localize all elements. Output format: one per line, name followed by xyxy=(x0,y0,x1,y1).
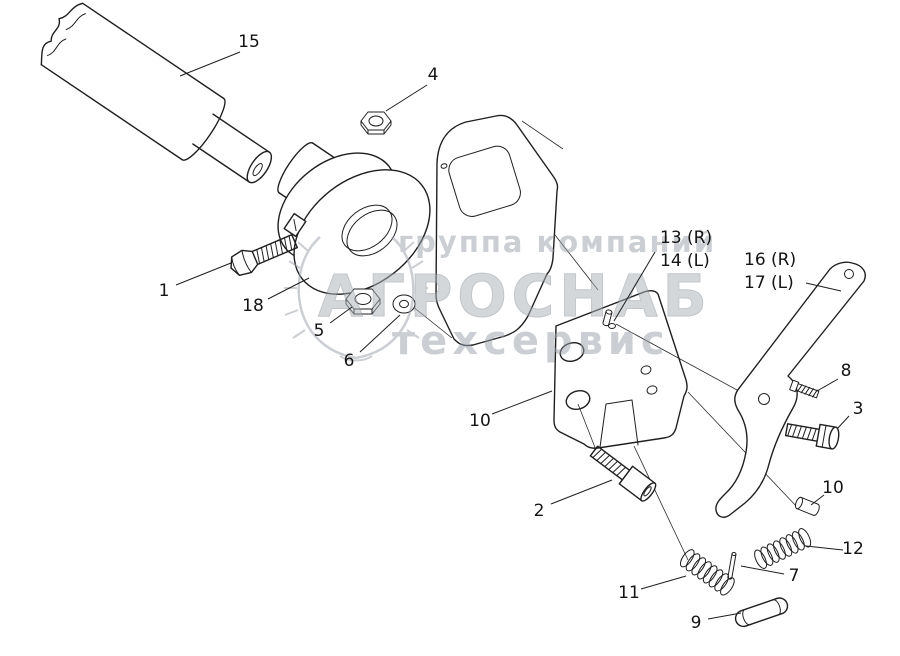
key-tab xyxy=(283,212,307,238)
callout-10-upper: 10 xyxy=(469,411,491,431)
callout-13R: 13 (R) xyxy=(660,228,712,248)
callout-8: 8 xyxy=(841,361,852,381)
callout-11: 11 xyxy=(618,583,640,603)
pin-9 xyxy=(734,597,789,628)
pin-10 xyxy=(794,496,820,516)
callout-10-lower: 10 xyxy=(822,478,844,498)
spring-11 xyxy=(679,549,735,596)
callout-3: 3 xyxy=(853,399,864,419)
watermark: группа компаний АГРОСНАБ техсервис xyxy=(284,225,716,364)
callout-14L: 14 (L) xyxy=(660,251,710,271)
nut-4 xyxy=(360,111,392,135)
callout-1: 1 xyxy=(159,281,170,301)
callout-18: 18 xyxy=(242,296,264,316)
hex-bolt-3 xyxy=(784,423,840,450)
watermark-line3: техсервис xyxy=(392,318,670,364)
shaft-15 xyxy=(40,2,273,184)
washer-6 xyxy=(392,294,416,314)
callout-7: 7 xyxy=(789,566,800,586)
callout-5: 5 xyxy=(314,321,325,341)
leader-lines xyxy=(175,51,850,620)
callout-4: 4 xyxy=(428,65,439,85)
callout-6: 6 xyxy=(344,351,355,371)
cone-disc-18 xyxy=(277,152,431,295)
bolt-8 xyxy=(789,379,820,399)
pin-7 xyxy=(727,551,737,580)
watermark-line1: группа компаний xyxy=(398,225,716,259)
socket-screw-2 xyxy=(589,445,657,502)
hex-bolt-1 xyxy=(230,233,298,277)
callout-9: 9 xyxy=(691,613,702,633)
spring-12 xyxy=(754,528,812,569)
alignment-lines xyxy=(411,120,799,561)
callout-12: 12 xyxy=(842,539,864,559)
callouts: 15 4 1 18 5 6 13 (R) 14 (L) 16 (R) 17 (L… xyxy=(159,32,864,633)
callout-16R: 16 (R) xyxy=(744,250,796,270)
pin-13-14 xyxy=(602,309,613,327)
nut-5 xyxy=(345,288,381,315)
callout-15: 15 xyxy=(238,32,260,52)
holder-plate-10 xyxy=(553,289,688,449)
bracket-plate xyxy=(435,114,559,347)
callout-2: 2 xyxy=(534,501,545,521)
watermark-line2: АГРОСНАБ xyxy=(318,262,712,330)
callout-17L: 17 (L) xyxy=(744,273,794,293)
